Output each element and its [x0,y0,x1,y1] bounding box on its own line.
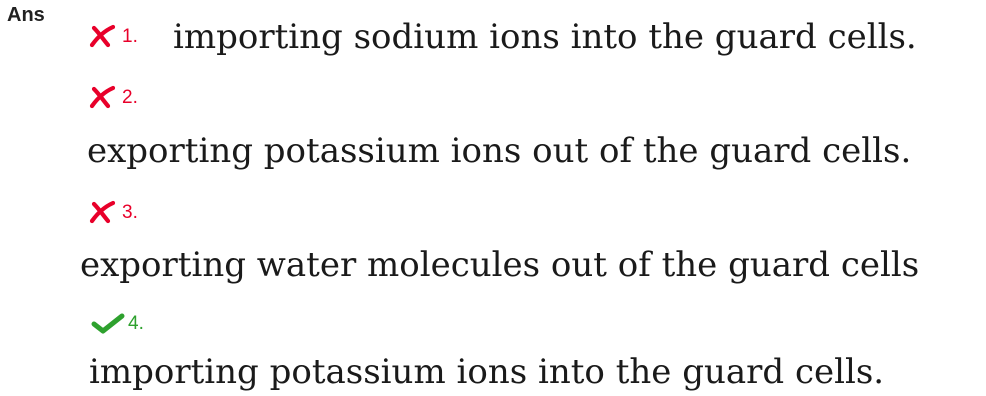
option-4-header: 4. [91,312,144,334]
option-2-text: exporting potassium ions out of the guar… [87,131,912,171]
cross-icon [87,85,117,109]
option-1-header: 1. [87,24,138,48]
option-2-header: 2. [87,85,138,109]
answer-label: Ans [7,4,45,26]
option-4-number: 4. [128,312,144,334]
option-3-number: 3. [122,201,138,223]
check-icon [91,312,125,334]
option-3-header: 3. [87,200,138,224]
option-2-number: 2. [122,86,138,108]
option-1-text: importing sodium ions into the guard cel… [173,17,917,57]
cross-icon [87,200,117,224]
option-1-number: 1. [122,25,138,47]
cross-icon [87,24,117,48]
option-3-text: exporting water molecules out of the gua… [80,245,920,285]
option-4-text: importing potassium ions into the guard … [89,352,885,392]
